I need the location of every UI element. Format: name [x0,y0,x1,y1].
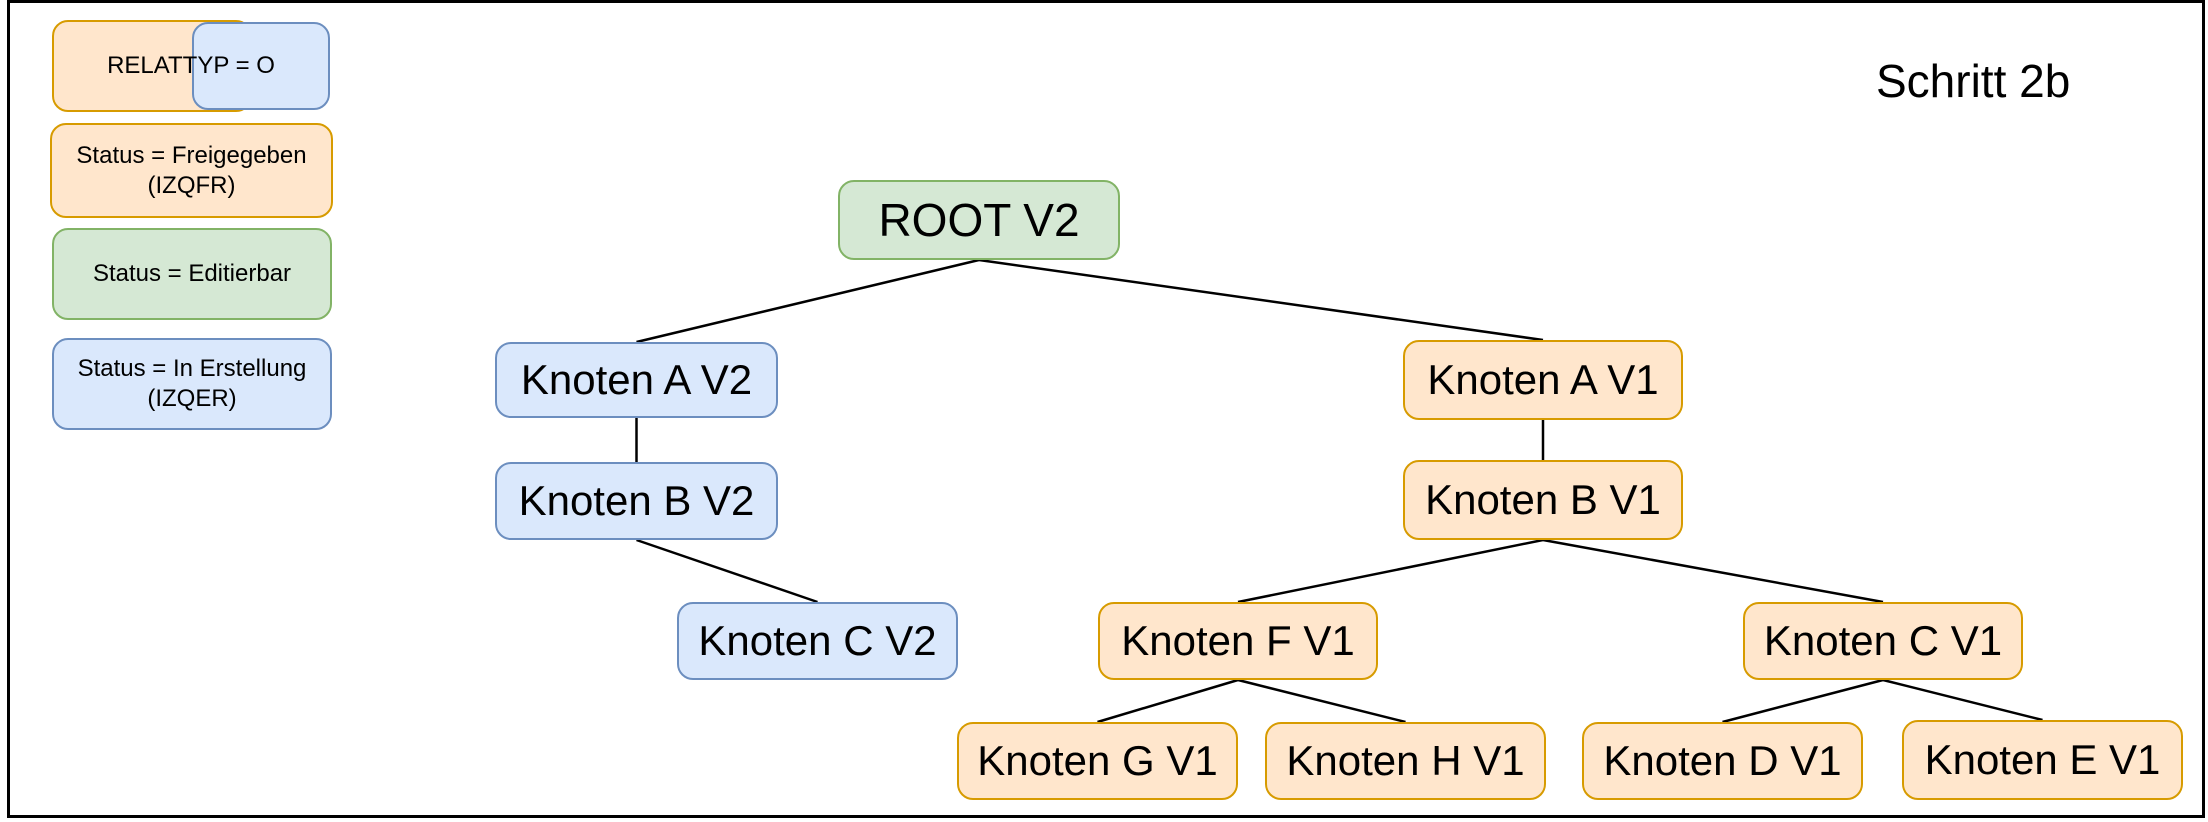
legend-swatch-orange [50,123,333,218]
tree-node-label: Knoten F V1 [1121,617,1355,664]
tree-node-knoten-d-v1: Knoten D V1 [1582,722,1863,800]
legend-item-in-erstellung: Status = In Erstellung (IZQER) [52,338,332,430]
edge-knoten-b-v2-to-knoten-c-v2 [636,538,818,604]
edge-root-v2-to-knoten-a-v1 [978,258,1544,342]
tree-node-label: Knoten G V1 [977,737,1218,784]
tree-node-label: Knoten A V2 [520,356,753,403]
tree-node-label: ROOT V2 [878,194,1080,246]
edge-knoten-b-v1-to-knoten-f-v1 [1237,538,1544,604]
tree-node-label: Knoten H V1 [1286,737,1525,784]
legend-swatch-blue [52,338,332,430]
edge-knoten-b-v1-to-knoten-c-v1 [1542,538,1884,604]
tree-node-knoten-c-v1: Knoten C V1 [1743,602,2023,680]
tree-node-knoten-f-v1: Knoten F V1 [1098,602,1378,680]
tree-node-label: Knoten C V2 [698,617,937,664]
legend-item-label: RELATTYP = O [107,52,275,79]
tree-node-label: Knoten C V1 [1763,617,2003,664]
tree-node-knoten-b-v2: Knoten B V2 [495,462,778,540]
tree-node-knoten-b-v1: Knoten B V1 [1403,460,1683,540]
legend-item-label: Status = Freigegeben (IZQFR) [76,141,307,199]
tree-node-label: Knoten A V1 [1427,356,1659,403]
tree-node-knoten-a-v1: Knoten A V1 [1403,340,1683,420]
edge-knoten-c-v1-to-knoten-e-v1 [1882,678,2043,722]
legend-item-freigegeben: Status = Freigegeben (IZQFR) [50,123,333,218]
tree-node-label: Knoten B V1 [1425,476,1661,523]
legend-item-editierbar: Status = Editierbar [52,228,332,320]
tree-node-label: Knoten E V1 [1924,736,2161,783]
edge-knoten-f-v1-to-knoten-g-v1 [1097,678,1239,724]
tree-node-knoten-c-v2: Knoten C V2 [677,602,958,680]
tree-node-root-v2: ROOT V2 [838,180,1120,260]
tree-node-knoten-a-v2: Knoten A V2 [495,342,778,418]
tree-node-label: Knoten B V2 [518,477,755,524]
edge-knoten-c-v1-to-knoten-d-v1 [1722,678,1884,724]
legend-item-label: Status = In Erstellung (IZQER) [77,355,307,412]
tree-node-label: Knoten D V1 [1603,737,1842,784]
edge-root-v2-to-knoten-a-v2 [636,258,980,344]
legend-item-label: Status = Editierbar [92,260,292,287]
legend-item-relattyp-o: RELATTYP = O [52,20,330,112]
legend-swatch-green [52,228,332,320]
edge-knoten-f-v1-to-knoten-h-v1 [1237,678,1406,724]
tree-node-knoten-g-v1: Knoten G V1 [957,722,1238,800]
tree-node-knoten-h-v1: Knoten H V1 [1265,722,1546,800]
page-title: Schritt 2b [1876,55,2071,107]
tree-node-knoten-e-v1: Knoten E V1 [1902,720,2183,800]
legend-swatch-blue [192,22,330,110]
